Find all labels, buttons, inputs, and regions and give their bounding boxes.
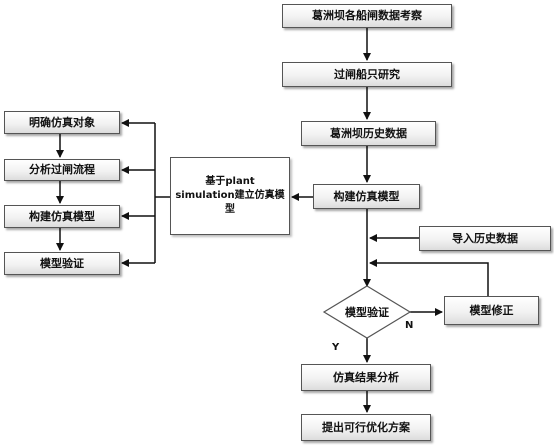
step-build-model: 构建仿真模型	[313, 184, 420, 209]
decision-diamond	[322, 285, 412, 339]
decision-label: 模型验证	[345, 306, 389, 319]
left-item-define-object: 明确仿真对象	[4, 111, 120, 134]
left-item-analyze-process: 分析过闸流程	[4, 159, 120, 181]
step-site-survey: 葛洲坝各船闸数据考察	[282, 4, 452, 28]
step-result-analysis: 仿真结果分析	[301, 364, 431, 391]
left-item-build-model: 构建仿真模型	[4, 205, 120, 228]
arrow-fix-loop	[369, 259, 489, 296]
step-vessel-study: 过闸船只研究	[282, 62, 452, 87]
yes-label: Y	[332, 342, 340, 353]
import-data-box: 导入历史数据	[419, 226, 551, 251]
model-fix-box: 模型修正	[444, 296, 539, 325]
plant-simulation-box: 基于plant simulation建立仿真模型	[170, 157, 290, 235]
no-label: N	[405, 320, 414, 331]
step-historical-data: 葛洲坝历史数据	[301, 121, 436, 146]
step-optimization-plan: 提出可行优化方案	[301, 414, 431, 441]
left-item-validate: 模型验证	[4, 252, 120, 275]
